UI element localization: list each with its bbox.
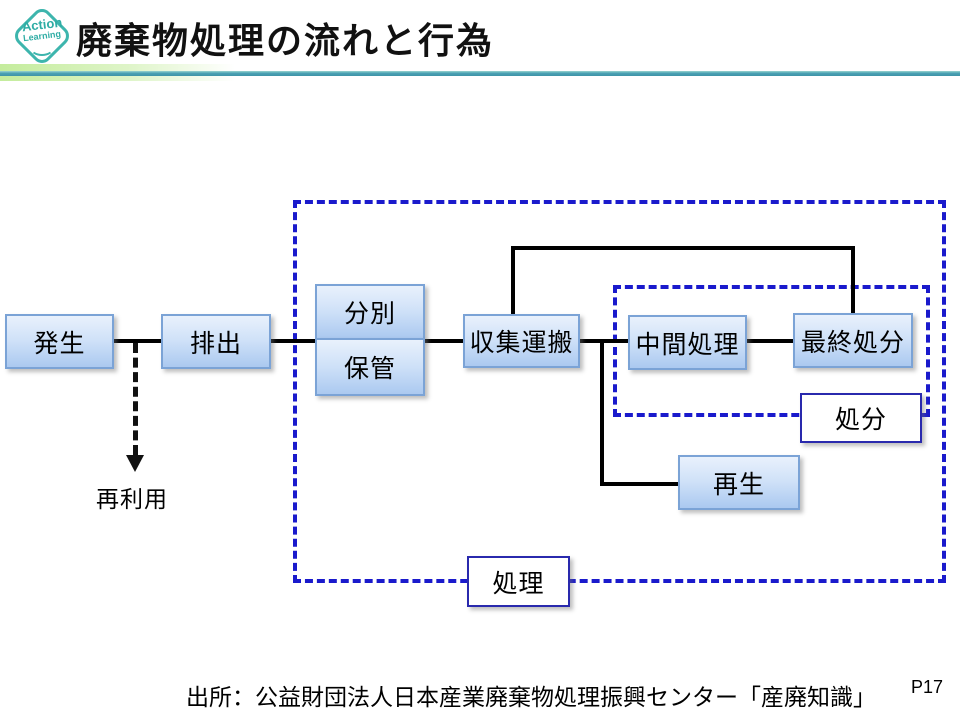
page-title: 廃棄物処理の流れと行為 bbox=[76, 20, 495, 61]
connector-generation-discharge bbox=[113, 339, 161, 343]
reuse-dashed-arrow-stem bbox=[133, 343, 138, 455]
source-citation: 出所：公益財団法人日本産業廃棄物処理振興センター「産廃知識」 bbox=[186, 684, 876, 710]
connector-recycle-vertical bbox=[600, 341, 604, 486]
reuse-arrowhead-icon bbox=[126, 455, 144, 472]
page-number: P17 bbox=[911, 677, 944, 697]
flow-node-collection-transport: 収集運搬 bbox=[463, 314, 580, 368]
connector-discharge-sorting bbox=[270, 339, 315, 343]
flow-node-sorting: 分別 bbox=[315, 284, 425, 340]
connector-bridge-left-vertical bbox=[511, 248, 515, 314]
connector-recycle-horizontal bbox=[600, 482, 678, 486]
connector-bridge-horizontal bbox=[511, 246, 855, 250]
logo-smile-icon bbox=[30, 40, 54, 56]
group-label-treatment: 処理 bbox=[467, 556, 570, 607]
disposal-group-outline bbox=[613, 285, 930, 417]
treatment-group-outline bbox=[293, 200, 946, 583]
flow-node-generation: 発生 bbox=[5, 314, 114, 369]
flow-node-discharge: 排出 bbox=[161, 314, 271, 369]
reuse-label: 再利用 bbox=[96, 486, 168, 512]
flow-node-intermediate-treatment: 中間処理 bbox=[628, 315, 747, 370]
connector-intermediate-final bbox=[746, 339, 793, 343]
flow-node-storage: 保管 bbox=[315, 338, 425, 396]
connector-sorting-collection bbox=[424, 339, 463, 343]
flow-node-final-disposal: 最終処分 bbox=[793, 313, 913, 368]
flow-node-recycling: 再生 bbox=[678, 455, 800, 510]
action-learning-logo: Action Learning bbox=[8, 2, 76, 70]
connector-bridge-right-vertical bbox=[851, 246, 855, 313]
group-label-disposal: 処分 bbox=[800, 393, 922, 443]
title-divider-line bbox=[0, 71, 960, 76]
